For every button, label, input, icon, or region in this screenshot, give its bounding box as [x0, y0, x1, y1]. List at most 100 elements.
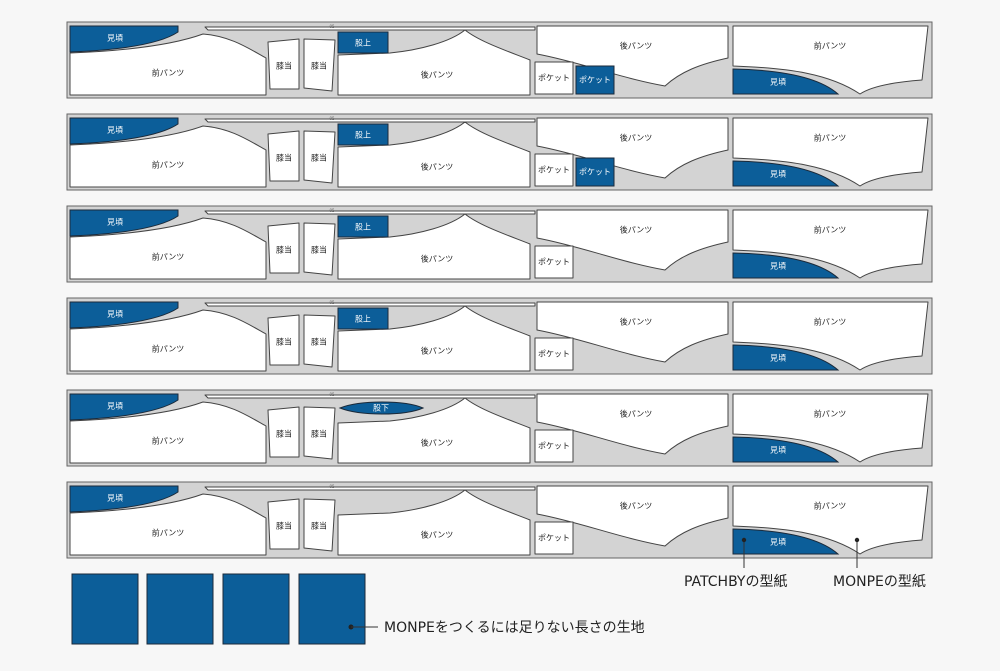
front-pants-label: 前パンツ	[152, 160, 184, 170]
knee-patch-label: 膝当	[276, 245, 292, 255]
rise-label: 股上	[355, 39, 371, 48]
rise-label: 股上	[355, 223, 371, 232]
waistband-piece	[204, 394, 536, 399]
knee-patch-piece	[303, 406, 336, 460]
knee-patch-label: 膝当	[311, 245, 327, 255]
waistband-piece	[204, 26, 536, 31]
pocket-piece-blue	[575, 157, 615, 187]
fabric-swatch	[298, 573, 366, 645]
back-pants-piece	[536, 25, 729, 87]
monpe-leader-dot	[854, 537, 860, 543]
small-mark-label: 05	[329, 208, 335, 213]
front-pants-label: 前パンツ	[814, 409, 846, 419]
facing-piece-blue	[69, 393, 179, 421]
facing-piece-blue	[732, 252, 840, 279]
facing-label: 見頃	[107, 310, 123, 319]
knee-patch-piece	[303, 222, 336, 276]
pocket-piece	[534, 61, 574, 95]
facing-piece-blue	[69, 485, 179, 513]
knee-patch-piece	[267, 38, 300, 90]
back-pants-label: 後パンツ	[421, 162, 453, 172]
front-pants-piece	[732, 485, 929, 555]
front-pants-label: 前パンツ	[152, 528, 184, 538]
small-mark-label: 05	[329, 24, 335, 29]
fabric-note-caption: MONPEをつくるには足りない長さの生地	[384, 620, 645, 636]
inseam-label: 股下	[373, 404, 389, 413]
pocket-piece	[534, 153, 574, 187]
facing-piece-blue	[69, 25, 179, 53]
knee-patch-piece	[303, 130, 336, 184]
pocket-piece	[534, 521, 574, 555]
rise-piece-blue	[337, 31, 389, 54]
pocket-label: ポケット	[579, 168, 611, 177]
back-pants-piece	[536, 393, 729, 455]
small-mark-label: 05	[329, 116, 335, 121]
pattern-strip-6: 前パンツ05見頃膝当膝当後パンツ後パンツポケット前パンツ見頃	[66, 481, 933, 559]
front-pants-piece	[732, 117, 929, 187]
front-pants-piece	[69, 309, 267, 372]
front-pants-piece	[732, 25, 929, 95]
knee-patch-piece	[267, 498, 300, 550]
facing-piece-blue	[69, 117, 179, 145]
front-pants-piece	[732, 393, 929, 463]
pocket-label: ポケット	[538, 442, 570, 451]
knee-patch-piece	[267, 222, 300, 274]
facing-label: 見頃	[770, 354, 786, 363]
back-pants-piece	[337, 305, 531, 372]
back-pants-piece	[536, 485, 729, 547]
rise-label: 股上	[355, 315, 371, 324]
pocket-piece	[534, 245, 574, 279]
facing-label: 見頃	[770, 78, 786, 87]
rise-piece-blue	[337, 307, 389, 330]
waistband-piece	[204, 118, 536, 123]
front-pants-label: 前パンツ	[814, 501, 846, 511]
small-mark-label: 05	[329, 300, 335, 305]
waistband-piece	[204, 486, 536, 491]
back-pants-label: 後パンツ	[620, 225, 652, 235]
knee-patch-piece	[267, 406, 300, 458]
pocket-piece	[534, 429, 574, 463]
front-pants-label: 前パンツ	[152, 68, 184, 78]
pocket-label: ポケット	[538, 350, 570, 359]
knee-patch-label: 膝当	[276, 153, 292, 163]
back-pants-label: 後パンツ	[620, 317, 652, 327]
pocket-label: ポケット	[579, 76, 611, 85]
rise-piece-blue	[337, 215, 389, 238]
facing-label: 見頃	[107, 126, 123, 135]
pocket-label: ポケット	[538, 534, 570, 543]
pattern-strip-4: 前パンツ05見頃膝当膝当後パンツ股上後パンツポケット前パンツ見頃	[66, 297, 933, 375]
small-mark-label: 05	[329, 484, 335, 489]
pocket-piece	[534, 337, 574, 371]
fabric-swatch	[222, 573, 290, 645]
small-mark-label: 05	[329, 392, 335, 397]
front-pants-piece	[732, 209, 929, 279]
back-pants-piece	[337, 213, 531, 280]
fabric-swatch	[146, 573, 214, 645]
back-pants-piece	[337, 397, 531, 464]
front-pants-label: 前パンツ	[152, 436, 184, 446]
facing-label: 見頃	[770, 538, 786, 547]
knee-patch-piece	[303, 498, 336, 552]
knee-patch-piece	[303, 314, 336, 368]
pattern-strip-3: 前パンツ05見頃膝当膝当後パンツ股上後パンツポケット前パンツ見頃	[66, 205, 933, 283]
rise-piece-blue	[337, 123, 389, 146]
front-pants-label: 前パンツ	[814, 41, 846, 51]
facing-piece-blue	[732, 528, 840, 555]
knee-patch-label: 膝当	[276, 337, 292, 347]
inseam-piece-blue	[338, 401, 425, 415]
back-pants-label: 後パンツ	[421, 346, 453, 356]
facing-label: 見頃	[107, 34, 123, 43]
knee-patch-label: 膝当	[276, 521, 292, 531]
front-pants-piece	[69, 125, 267, 188]
back-pants-label: 後パンツ	[421, 70, 453, 80]
facing-piece-blue	[69, 301, 179, 329]
knee-patch-label: 膝当	[311, 429, 327, 439]
facing-label: 見頃	[107, 494, 123, 503]
back-pants-piece	[536, 117, 729, 179]
facing-piece-blue	[69, 209, 179, 237]
front-pants-piece	[69, 217, 267, 280]
pocket-label: ポケット	[538, 258, 570, 267]
knee-patch-piece	[267, 130, 300, 182]
